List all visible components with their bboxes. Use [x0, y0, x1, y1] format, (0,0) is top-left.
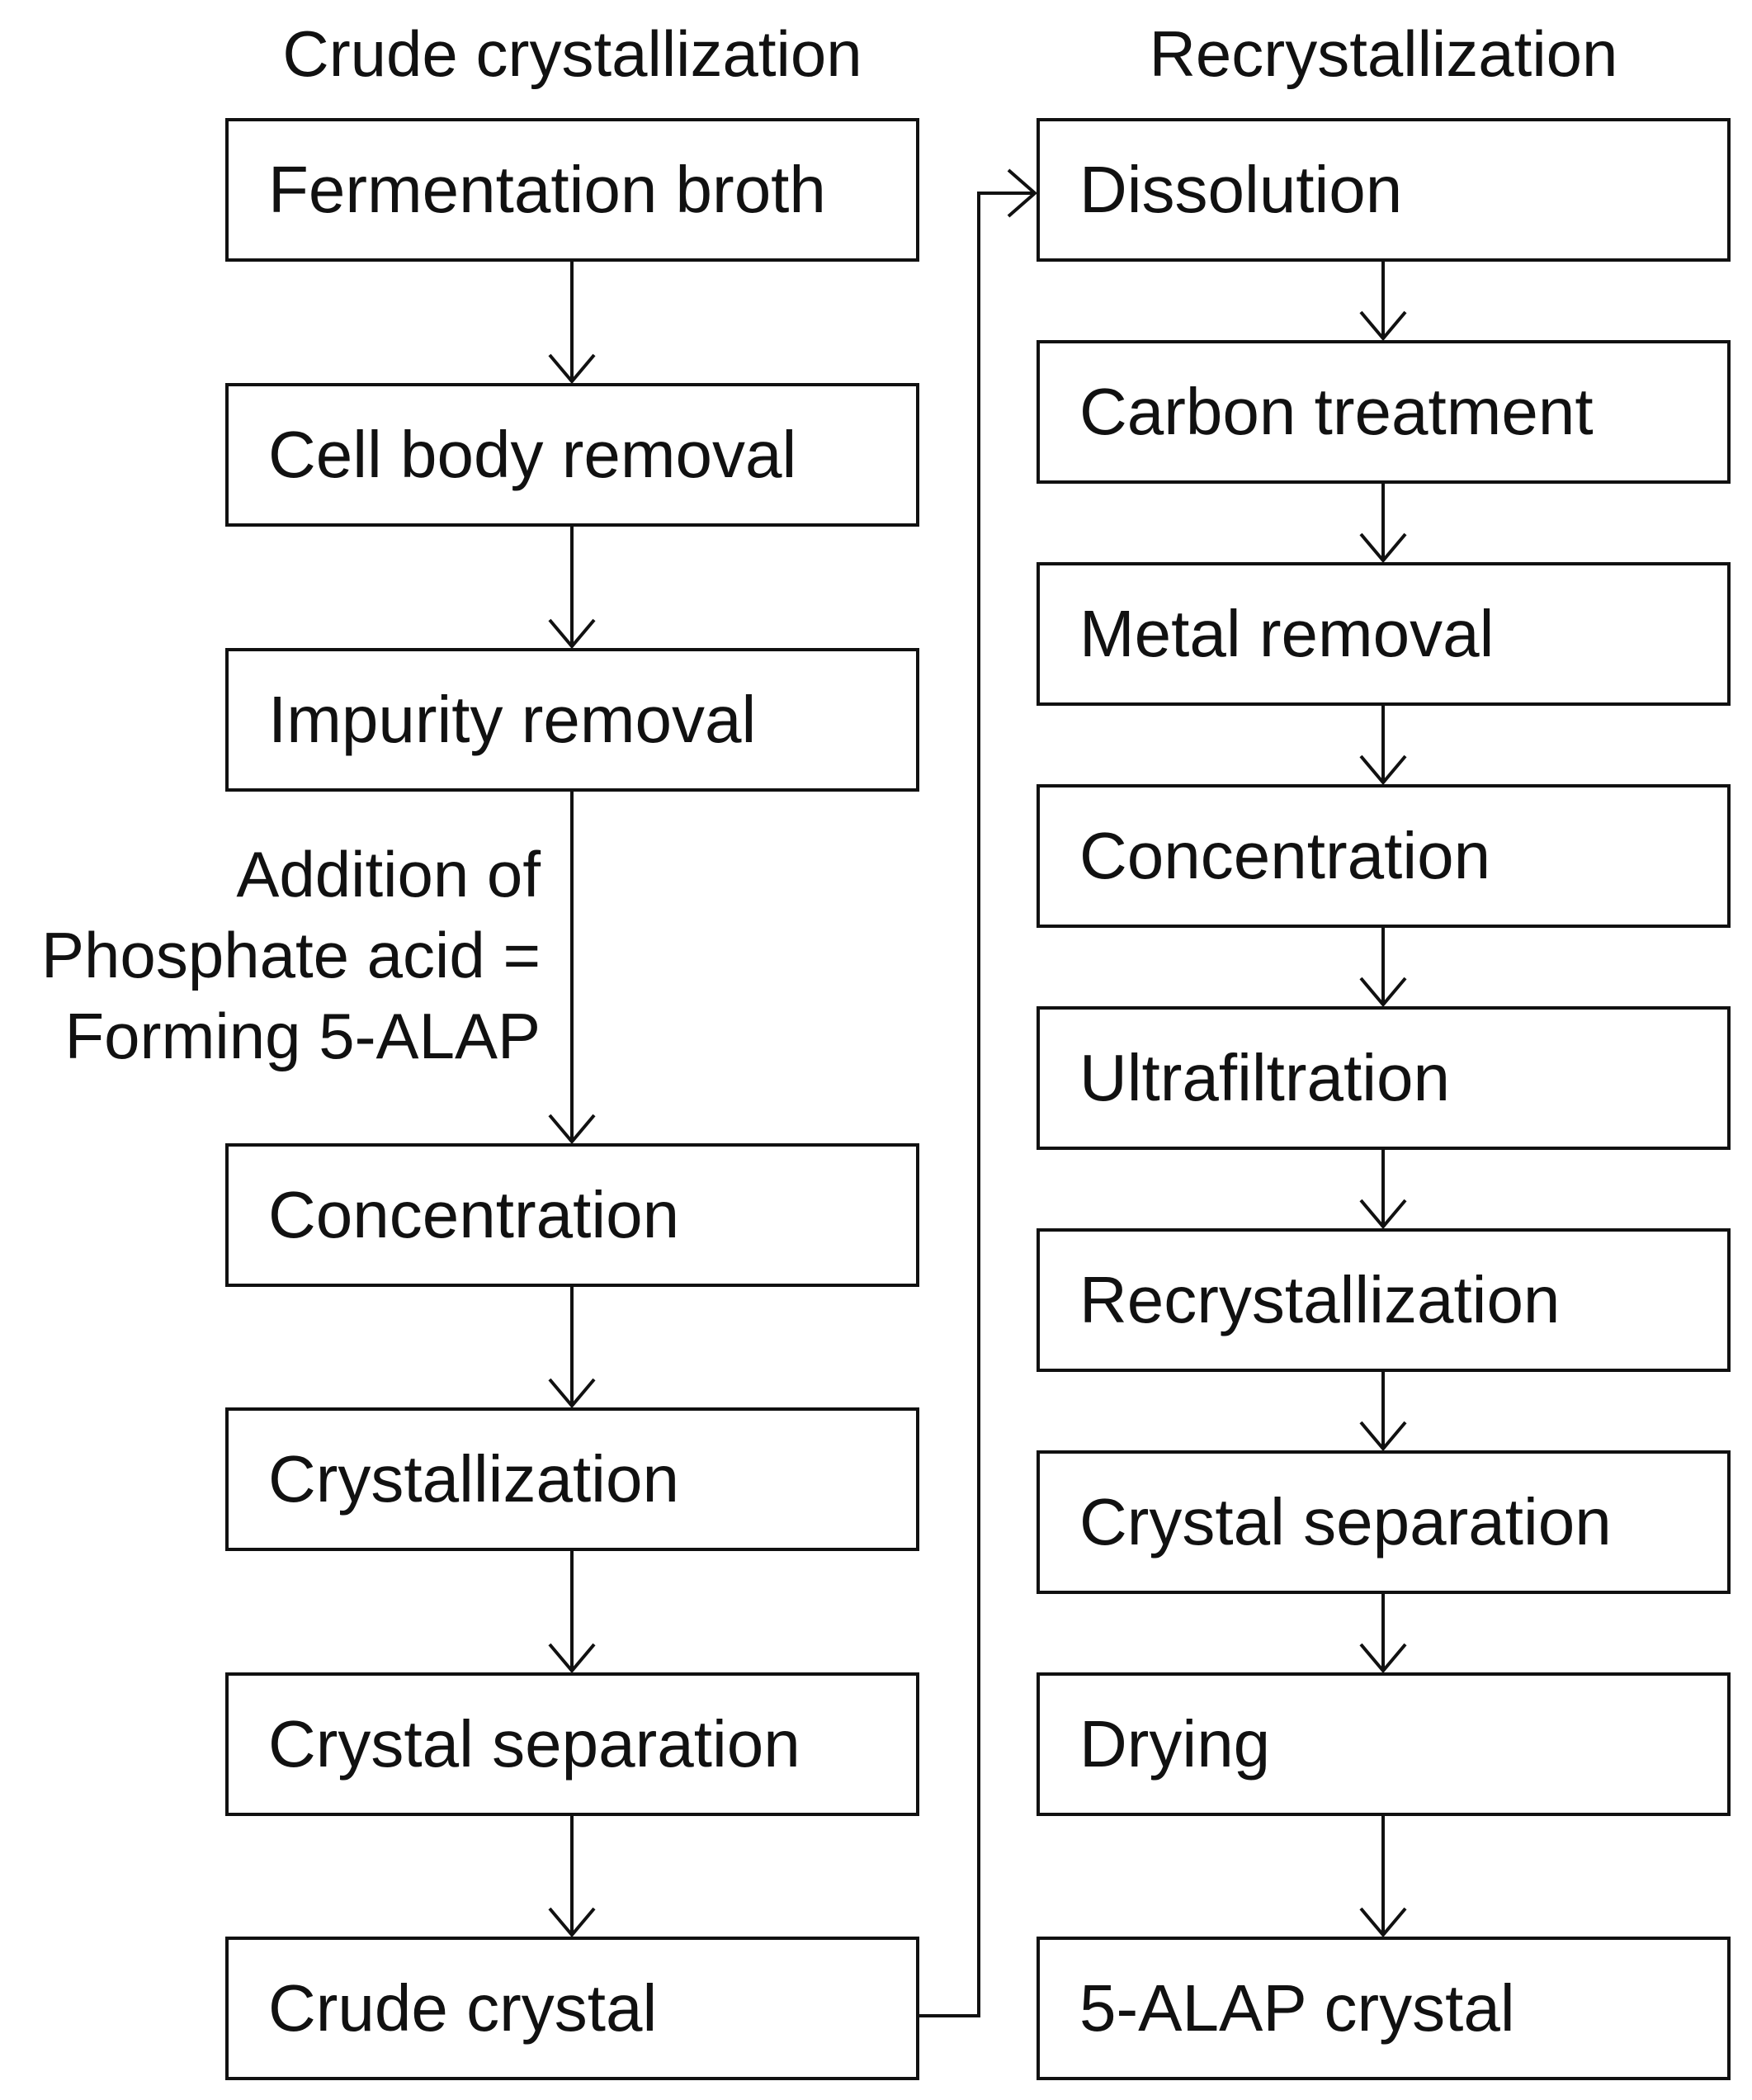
step-label: Crystal separation	[268, 1707, 800, 1781]
step-ultrafiltration: Ultrafiltration	[1037, 1006, 1731, 1150]
step-label: Concentration	[268, 1178, 680, 1251]
step-carbon-treatment: Carbon treatment	[1037, 340, 1731, 484]
phosphate-annotation: Addition of Phosphate acid = Forming 5-A…	[0, 834, 541, 1076]
step-label: Recrystallization	[1079, 1263, 1561, 1336]
step-concentration-2: Concentration	[1037, 784, 1731, 928]
step-label: 5-ALAP crystal	[1079, 1971, 1515, 2045]
arrow-down	[1359, 1150, 1407, 1230]
step-label: Impurity removal	[268, 683, 757, 756]
step-metal-removal: Metal removal	[1037, 562, 1731, 706]
step-crystal-separation-2: Crystal separation	[1037, 1450, 1731, 1594]
arrow-down	[1359, 262, 1407, 342]
step-label: Drying	[1079, 1707, 1271, 1781]
step-concentration: Concentration	[225, 1143, 919, 1287]
arrow-down	[548, 1816, 596, 1938]
step-fermentation-broth: Fermentation broth	[225, 118, 919, 262]
arrow-down	[1359, 928, 1407, 1008]
step-crude-crystal: Crude crystal	[225, 1937, 919, 2080]
arrow-down	[548, 1551, 596, 1674]
right-arrows	[1359, 262, 1407, 1938]
step-recrystallization: Recrystallization	[1037, 1228, 1731, 1372]
step-label: Fermentation broth	[268, 153, 826, 226]
arrow-down	[1359, 706, 1407, 786]
step-drying: Drying	[1037, 1672, 1731, 1816]
left-column-title: Crude crystallization	[282, 17, 862, 90]
step-label: Concentration	[1079, 819, 1491, 892]
step-label: Cell body removal	[268, 418, 797, 491]
annotation-line-3: Forming 5-ALAP	[64, 1000, 541, 1072]
arrow-down	[1359, 484, 1407, 564]
arrow-down	[548, 262, 596, 385]
step-label: Metal removal	[1079, 597, 1495, 670]
arrow-down	[1359, 1816, 1407, 1938]
arrow-crude-to-dissolution	[919, 168, 1038, 2017]
step-label: Crystallization	[268, 1442, 679, 1516]
arrow-down	[1359, 1372, 1407, 1452]
step-crystallization: Crystallization	[225, 1407, 919, 1551]
step-cell-body-removal: Cell body removal	[225, 383, 919, 527]
step-label: Ultrafiltration	[1079, 1041, 1451, 1114]
step-label: Crystal separation	[1079, 1485, 1612, 1558]
step-crystal-separation: Crystal separation	[225, 1672, 919, 1816]
step-label: Crude crystal	[268, 1971, 658, 2045]
arrow-down	[1359, 1594, 1407, 1674]
arrow-down	[548, 792, 596, 1145]
step-dissolution: Dissolution	[1037, 118, 1731, 262]
left-arrows	[548, 262, 596, 1938]
arrow-down	[548, 527, 596, 650]
step-label: Carbon treatment	[1079, 375, 1594, 448]
arrow-down	[548, 1287, 596, 1409]
annotation-line-2: Phosphate acid =	[41, 919, 541, 991]
annotation-line-1: Addition of	[236, 838, 541, 910]
right-column-title: Recrystallization	[1149, 17, 1618, 90]
step-5-alap-crystal: 5-ALAP crystal	[1037, 1937, 1731, 2080]
step-impurity-removal: Impurity removal	[225, 648, 919, 792]
step-label: Dissolution	[1079, 153, 1403, 226]
